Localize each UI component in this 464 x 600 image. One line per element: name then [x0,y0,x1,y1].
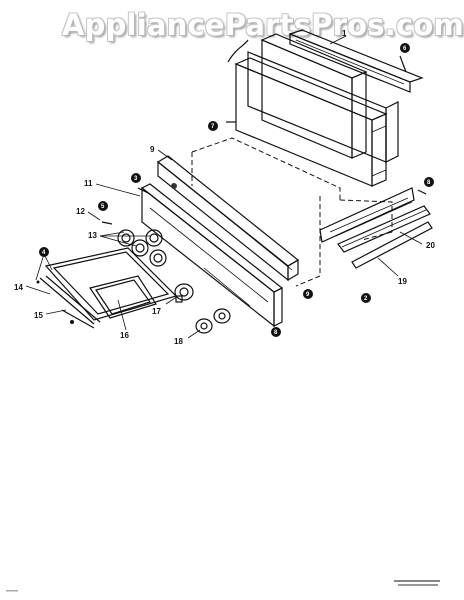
circled-callout-4: 4 [42,250,46,256]
drawer-front-panel [156,155,300,282]
callout-19: 18 [174,337,183,346]
circled-callout-5: 5 [101,204,105,210]
watermark-text: AppliancePartsPros.com [62,8,464,42]
circled-callout-9: 9 [306,292,310,298]
callout-12: 11 [84,179,93,188]
circled-callout-8-top: 8 [427,180,431,186]
callout-1: 1 [342,29,347,38]
knob-18 [174,283,194,303]
cabinet-outline [191,137,393,287]
side-rail-assembly [319,187,433,269]
circled-callout-2: 2 [364,296,368,302]
knob-19 [195,308,231,334]
callout-11: 9 [150,145,155,154]
hardware-screws [36,55,427,324]
rear-panel-stack [227,29,424,187]
callout-18: 17 [152,307,161,316]
callout-17: 16 [120,331,129,340]
callout-15: 14 [14,283,23,292]
circled-callouts: 6 7 3 5 4 8 9 2 8 [39,43,434,337]
door-panel-assembly [39,247,178,329]
control-panel [140,183,284,328]
circled-callout-3: 3 [134,176,138,182]
part-callouts: 1 9 11 12 13 14 15 16 17 18 19 20 [14,29,435,346]
circled-callout-8-bottom: 8 [274,330,278,336]
callout-14: 13 [88,231,97,240]
callout-16: 15 [34,311,43,320]
knob-row [117,229,167,267]
circled-callout-6: 6 [403,46,407,52]
circled-callout-7: 7 [211,124,215,130]
footer-print-marks [6,580,440,592]
callout-20: 19 [398,277,407,286]
callout-21: 20 [426,241,435,250]
callout-13: 12 [76,207,85,216]
